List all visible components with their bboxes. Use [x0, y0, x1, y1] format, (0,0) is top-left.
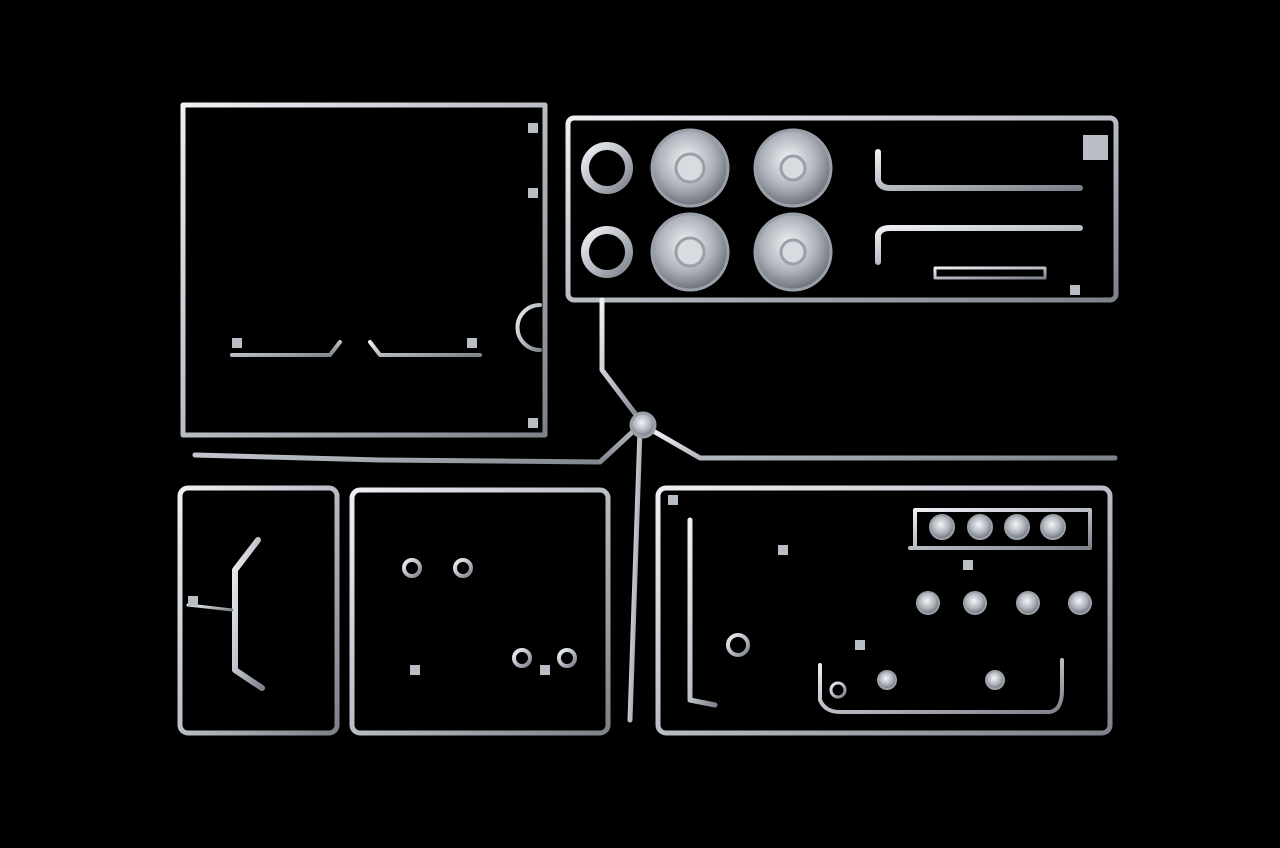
- runner-center: [192, 297, 1118, 723]
- frame-top-right: [565, 115, 1119, 303]
- frame-bottom-right: [655, 485, 1113, 736]
- frame-top-left: [180, 102, 572, 438]
- attachment-tabs: [188, 123, 1108, 675]
- frame-bottom-left: [177, 485, 340, 736]
- frame-bottom-middle: [349, 487, 611, 736]
- lamp-parts: [877, 514, 1092, 690]
- wheel-hubs: [629, 128, 833, 439]
- wheel-rings: [581, 142, 633, 278]
